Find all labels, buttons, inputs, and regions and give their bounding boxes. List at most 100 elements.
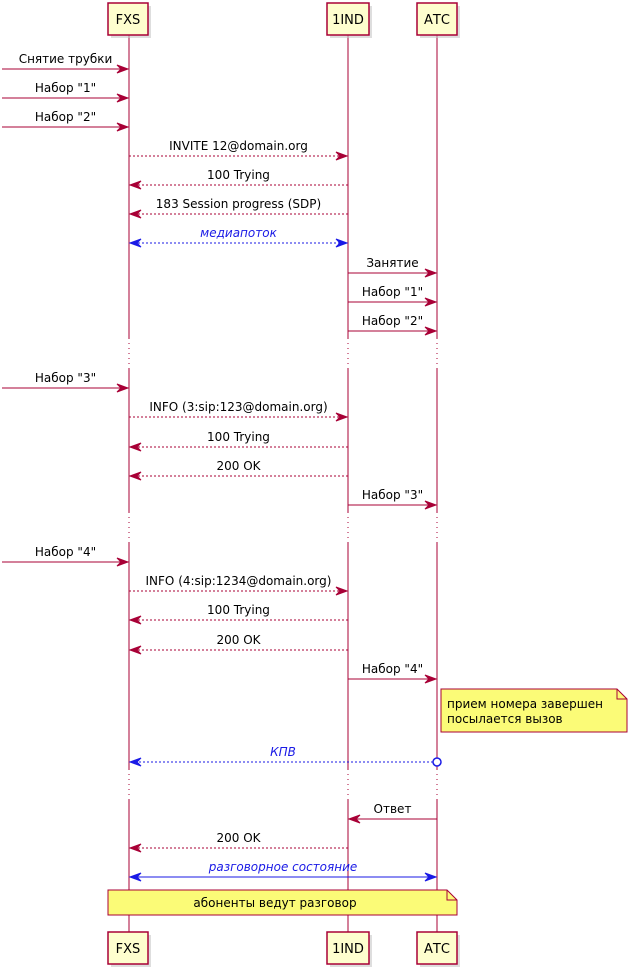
participant-atc-top: АТС: [416, 2, 460, 38]
message-21: КПВ: [128, 745, 442, 767]
message-17: INFO (4:sip:1234@domain.org): [129, 574, 349, 596]
message-4: INVITE 12@domain.org: [129, 139, 349, 161]
message-label: Занятие: [366, 256, 418, 270]
message-7: медиапоток: [128, 226, 349, 248]
note-text: посылается вызов: [447, 712, 563, 726]
arrowhead: [424, 297, 438, 307]
message-6: 183 Session progress (SDP): [128, 197, 348, 219]
message-label: 100 Trying: [207, 603, 270, 617]
arrowhead: [128, 180, 142, 190]
note-text: прием номера завершен: [447, 697, 603, 711]
message-label: Набор "2": [362, 314, 423, 328]
message-20: Набор "4": [348, 662, 438, 684]
arrowhead: [424, 674, 438, 684]
arrowhead: [128, 615, 142, 625]
message-label: 200 OK: [216, 459, 261, 473]
participant-ind-bottom: 1IND: [326, 931, 372, 967]
note-box: [107, 889, 458, 916]
message-19: 200 OK: [128, 633, 348, 655]
message-label: INVITE 12@domain.org: [169, 139, 308, 153]
arrowhead: [424, 268, 438, 278]
arrowhead: [424, 500, 438, 510]
arrowhead: [128, 209, 142, 219]
message-label: Набор "1": [362, 285, 423, 299]
arrowhead: [128, 238, 142, 248]
arrowhead: [335, 238, 349, 248]
message-label: 100 Trying: [207, 168, 270, 182]
participant-fxs-bottom: FXS: [107, 931, 151, 967]
participant-label: FXS: [116, 942, 141, 957]
message-22: Ответ: [347, 802, 437, 824]
message-14: 200 OK: [128, 459, 348, 481]
arrowhead: [424, 326, 438, 336]
arrowhead: [116, 383, 130, 393]
message-label: разговорное состояние: [208, 860, 358, 874]
message-label: INFO (4:sip:1234@domain.org): [146, 574, 332, 588]
message-3: Набор "2": [2, 110, 130, 132]
message-label: 200 OK: [216, 831, 261, 845]
message-label: INFO (3:sip:123@domain.org): [149, 400, 327, 414]
message-1: Снятие трубки: [2, 52, 130, 74]
arrowhead: [335, 412, 349, 422]
message-label: Набор "4": [362, 662, 423, 676]
message-label: 200 OK: [216, 633, 261, 647]
message-label: КПВ: [270, 745, 296, 759]
participant-box: [416, 931, 458, 965]
message-13: 100 Trying: [128, 430, 348, 452]
message-10: Набор "2": [348, 314, 438, 336]
note-box: [440, 688, 628, 733]
arrowhead: [116, 122, 130, 132]
participant-label: 1IND: [332, 13, 364, 28]
message-15: Набор "3": [348, 488, 438, 510]
message-23: 200 OK: [128, 831, 348, 853]
participant-fxs-top: FXS: [107, 2, 151, 38]
message-label: Ответ: [374, 802, 412, 816]
message-label: Набор "2": [35, 110, 96, 124]
message-2: Набор "1": [2, 81, 130, 103]
arrowhead: [335, 586, 349, 596]
note-fold: [446, 890, 457, 901]
participant-box: [107, 2, 149, 36]
arrowhead: [128, 471, 142, 481]
participant-ind-top: 1IND: [326, 2, 372, 38]
message-label: Набор "1": [35, 81, 96, 95]
message-16: Набор "4": [2, 545, 130, 567]
message-label: Набор "4": [35, 545, 96, 559]
message-start-circle: [432, 757, 442, 767]
arrowhead: [128, 442, 142, 452]
arrowhead: [116, 557, 130, 567]
message-label: 183 Session progress (SDP): [156, 197, 321, 211]
message-9: Набор "1": [348, 285, 438, 307]
message-18: 100 Trying: [128, 603, 348, 625]
participant-box: [326, 2, 370, 36]
arrowhead: [128, 757, 142, 767]
participant-label: АТС: [424, 13, 450, 28]
message-11: Набор "3": [2, 371, 130, 393]
arrowhead: [128, 843, 142, 853]
arrowhead: [116, 93, 130, 103]
message-12: INFO (3:sip:123@domain.org): [129, 400, 349, 422]
message-label: Набор "3": [35, 371, 96, 385]
message-24: разговорное состояние: [128, 860, 438, 882]
participant-atc-bottom: АТС: [416, 931, 460, 967]
arrowhead: [335, 151, 349, 161]
arrowhead: [347, 814, 361, 824]
note-text: абоненты ведут разговор: [193, 896, 356, 910]
message-5: 100 Trying: [128, 168, 348, 190]
note-2: абоненты ведут разговор: [107, 889, 458, 916]
message-8: Занятие: [348, 256, 438, 278]
arrowhead: [424, 872, 438, 882]
participant-label: АТС: [424, 942, 450, 957]
message-label: медиапоток: [200, 226, 277, 240]
participant-box: [416, 2, 458, 36]
note-fold: [616, 689, 627, 700]
arrowhead: [116, 64, 130, 74]
message-label: Набор "3": [362, 488, 423, 502]
arrowhead: [128, 645, 142, 655]
participant-box: [107, 931, 149, 965]
message-label: Снятие трубки: [19, 52, 113, 66]
arrowhead: [128, 872, 142, 882]
participant-label: FXS: [116, 13, 141, 28]
